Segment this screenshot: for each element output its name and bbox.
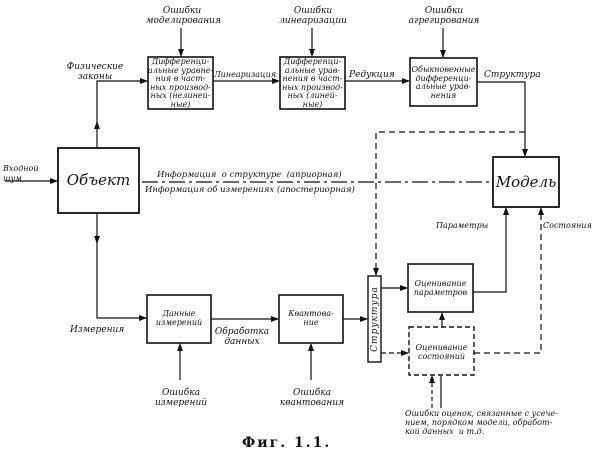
measurement-error-label: Ошибка измерений [154, 388, 208, 408]
aggregation-errors-label: Ошибки агрегирования [408, 6, 480, 26]
states-label: Состояния [543, 221, 592, 230]
physical-laws-label: Физические законы [66, 62, 124, 82]
pde-nonlinear-label: Дифференци- альные уравне- ния в част- н… [148, 57, 214, 109]
measurements-label: Измерения [70, 325, 125, 335]
pde-nonlinear-box [147, 56, 214, 110]
parameters-arrow [473, 207, 509, 293]
linearization-errors-label: Ошибки линеаризации [279, 6, 347, 26]
reduction-label: Редукция [349, 70, 395, 80]
structure-feedback-dashed [373, 131, 525, 276]
pde-linear-box [279, 56, 346, 110]
modeling-errors-label: Ошибки моделирования [146, 6, 221, 26]
input-noise-label: Входной шум [3, 164, 39, 183]
structure-label: Структура [370, 286, 380, 352]
physical-laws-arrow [96, 78, 148, 148]
info-measurements-label: Информация об измерениях (апостериорная) [145, 185, 355, 195]
measurement-data-label: Данные измерений [155, 309, 203, 327]
structure-box [367, 275, 382, 363]
linearization-label: Линеаризация [214, 70, 277, 79]
structure-to-model-arrow [477, 81, 528, 157]
state-estimation-label: Оценивание состояний [415, 343, 468, 361]
ode-label: Обыкновенные дифференци- альные урав- не… [411, 65, 476, 100]
info-structure-label: Информация о структуре (априорная) [157, 170, 342, 180]
object-label: Объект [66, 171, 131, 189]
quantization-label: Квантова- ние [288, 309, 334, 327]
model-label: Модель [495, 173, 557, 191]
structure-output-label: Структура [484, 70, 541, 80]
figure-caption: Фиг. 1.1. [242, 435, 332, 451]
parameters-label: Параметры [436, 221, 489, 230]
model-box [492, 156, 560, 208]
quantization-error-label: Ошибка квантования [279, 388, 345, 408]
measurements-arrow [96, 213, 147, 321]
data-processing-label: Обработка данных [214, 327, 270, 347]
estimation-errors-label: Ошибки оценок, связанные с усече- нием, … [405, 409, 558, 436]
object-box [57, 147, 140, 214]
parameter-estimation-label: Оценивание параметров [413, 279, 468, 297]
states-arrow-dashed [474, 207, 544, 354]
pde-linear-label: Дифференци- альные урав- нения в част- н… [282, 57, 343, 109]
